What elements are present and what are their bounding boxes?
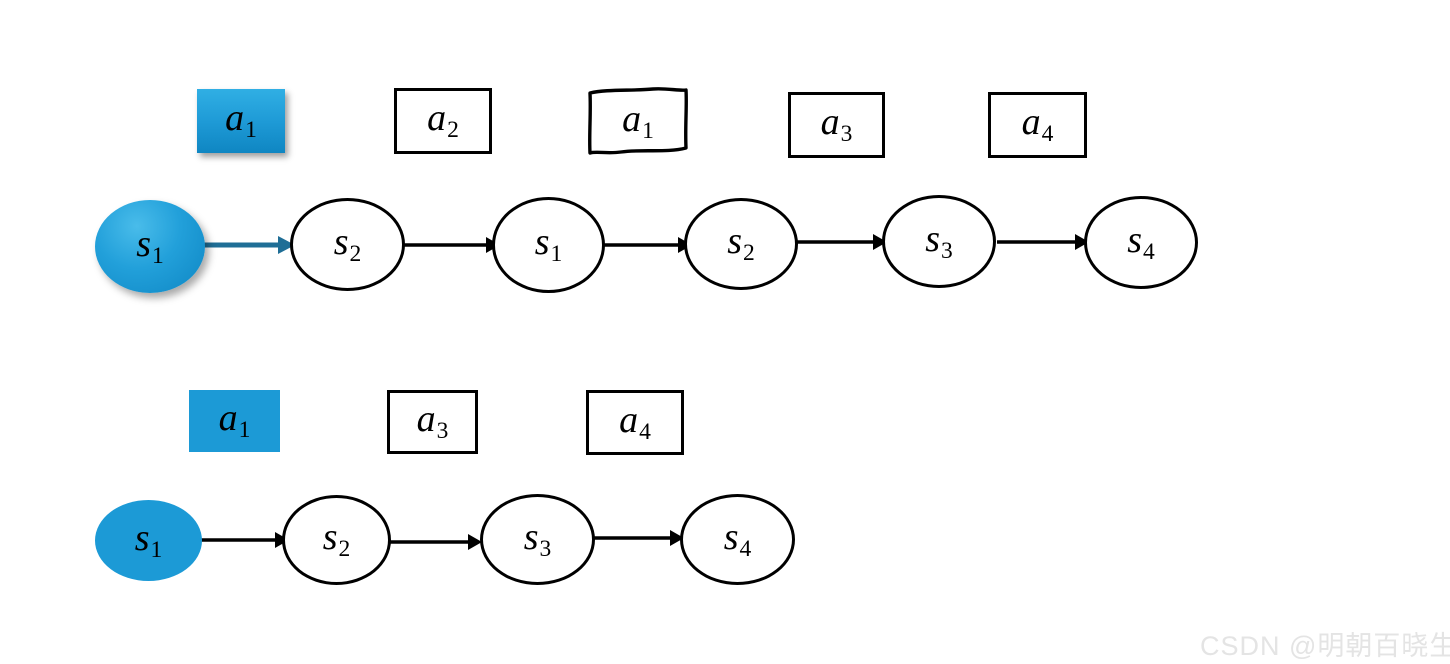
action-box-bottom-2-label: a3: [416, 398, 449, 445]
state-node-bottom-3[interactable]: s3: [480, 494, 595, 585]
csdn-watermark: CSDN @明朝百晓生: [1200, 631, 1450, 661]
state-node-top-2[interactable]: s2: [290, 198, 405, 291]
state-node-top-1[interactable]: s1: [95, 200, 205, 293]
transition-arrow-bottom-3: [592, 524, 684, 552]
action-box-top-2[interactable]: a2: [394, 88, 492, 154]
state-node-top-4-label: s2: [727, 220, 755, 267]
state-node-bottom-2-label: s2: [322, 516, 351, 563]
transition-arrow-top-1: [200, 230, 295, 260]
state-node-top-6[interactable]: s4: [1084, 196, 1198, 289]
state-node-top-4[interactable]: s2: [684, 198, 798, 290]
state-node-bottom-2[interactable]: s2: [282, 495, 391, 585]
action-box-top-1[interactable]: a1: [197, 89, 285, 153]
transition-arrow-top-5: [997, 228, 1089, 256]
action-box-top-5[interactable]: a4: [988, 92, 1087, 158]
state-node-top-1-label: s1: [136, 222, 164, 269]
action-box-bottom-1-label: a1: [218, 397, 251, 444]
action-box-top-1-label: a1: [225, 97, 257, 144]
transition-arrow-bottom-1: [197, 526, 289, 554]
transition-arrow-bottom-2: [390, 528, 482, 556]
state-node-bottom-4-label: s4: [723, 515, 752, 562]
transition-arrow-top-2: [404, 231, 500, 259]
state-node-bottom-1[interactable]: s1: [95, 500, 202, 581]
state-node-top-3-label: s1: [534, 221, 563, 268]
action-box-bottom-3[interactable]: a4: [586, 390, 684, 455]
state-node-top-5[interactable]: s3: [882, 195, 996, 288]
action-box-top-3[interactable]: a1: [587, 86, 689, 158]
state-node-top-5-label: s3: [925, 217, 953, 264]
transition-arrow-top-4: [795, 228, 887, 256]
action-box-top-4[interactable]: a3: [788, 92, 885, 158]
action-box-top-3-label: a1: [622, 98, 654, 145]
action-box-bottom-3-label: a4: [619, 398, 651, 445]
state-node-top-3[interactable]: s1: [492, 197, 605, 293]
action-box-top-4-label: a3: [820, 101, 853, 148]
state-node-top-2-label: s2: [333, 220, 362, 267]
action-box-bottom-1[interactable]: a1: [189, 390, 280, 452]
state-node-bottom-1-label: s1: [134, 516, 163, 563]
action-box-top-2-label: a2: [427, 97, 459, 144]
hand-drawn-border-icon: [588, 87, 688, 155]
state-node-bottom-4[interactable]: s4: [680, 494, 795, 585]
state-node-top-6-label: s4: [1127, 218, 1155, 265]
action-box-top-5-label: a4: [1021, 101, 1054, 148]
transition-arrow-top-3: [600, 231, 692, 259]
action-box-bottom-2[interactable]: a3: [387, 390, 478, 454]
state-node-bottom-3-label: s3: [523, 515, 552, 562]
